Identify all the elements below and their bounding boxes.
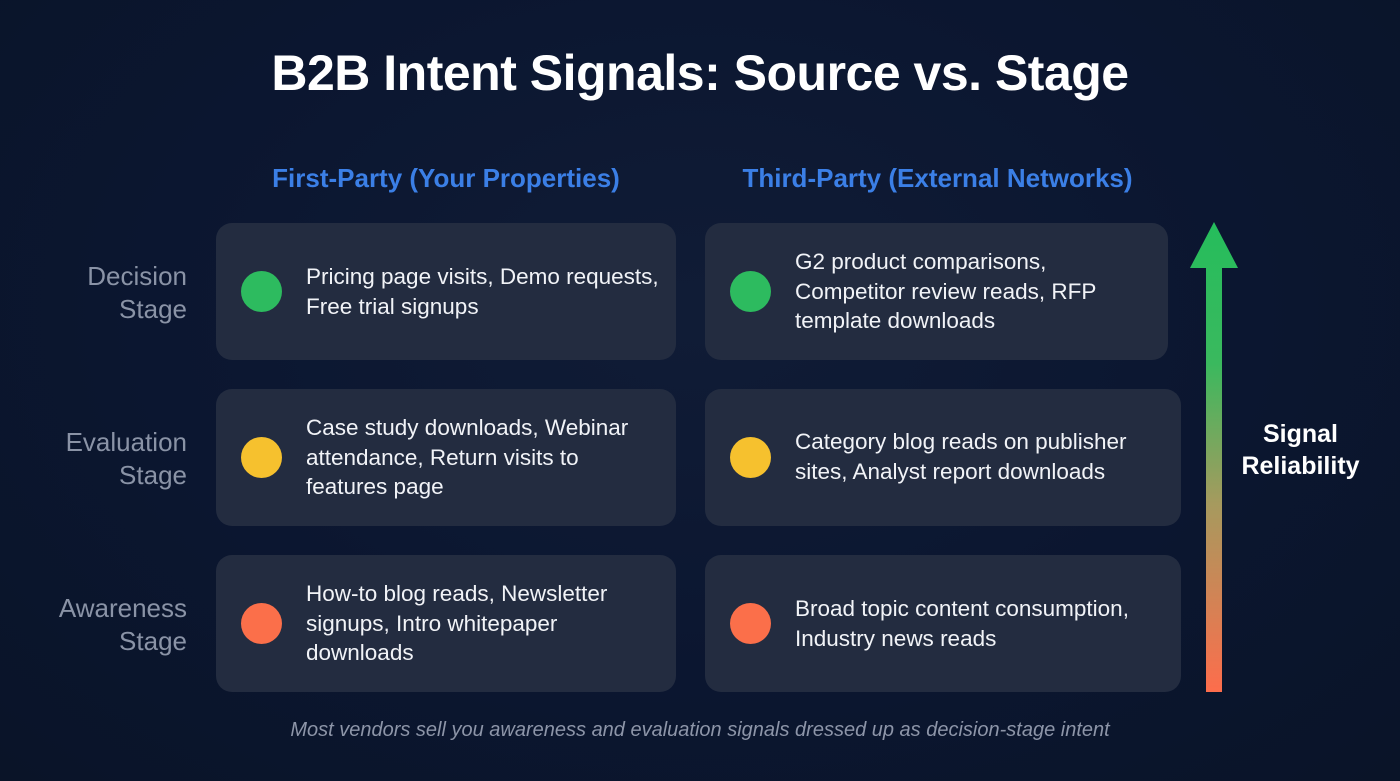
card-text: Category blog reads on publisher sites, … <box>795 429 1127 484</box>
card-text: G2 product comparisons, Competitor revie… <box>795 249 1096 333</box>
card-decision-first-party: Pricing page visits, Demo requests, Free… <box>216 223 676 360</box>
status-dot-yellow-icon <box>241 437 282 478</box>
stage-label-awareness: Awareness Stage <box>20 592 187 658</box>
stage-label-line2: Stage <box>119 294 187 324</box>
page-title: B2B Intent Signals: Source vs. Stage <box>271 45 1129 101</box>
status-dot-orange-icon <box>730 603 771 644</box>
status-dot-orange-icon <box>241 603 282 644</box>
signal-reliability-label: Signal Reliability <box>1228 418 1373 482</box>
card-decision-third-party: G2 product comparisons, Competitor revie… <box>705 223 1168 360</box>
column-header-first-party: First-Party (Your Properties) <box>272 163 620 193</box>
up-arrow-icon <box>1190 222 1238 692</box>
footnote: Most vendors sell you awareness and eval… <box>290 719 1110 741</box>
status-dot-yellow-icon <box>730 437 771 478</box>
stage-label-decision: Decision Stage <box>20 260 187 326</box>
card-evaluation-first-party: Case study downloads, Webinar attendance… <box>216 389 676 526</box>
reliability-label-line1: Signal <box>1262 420 1338 448</box>
card-awareness-third-party: Broad topic content consumption, Industr… <box>705 555 1181 692</box>
card-evaluation-third-party: Category blog reads on publisher sites, … <box>705 389 1181 526</box>
status-dot-green-icon <box>241 271 282 312</box>
stage-label-line2: Stage <box>119 460 187 490</box>
card-text: How-to blog reads, Newsletter signups, I… <box>306 581 608 665</box>
stage-label-line1: Awareness <box>58 593 187 623</box>
stage-label-line1: Evaluation <box>65 427 187 457</box>
stage-label-line2: Stage <box>119 626 187 656</box>
card-awareness-first-party: How-to blog reads, Newsletter signups, I… <box>216 555 676 692</box>
status-dot-green-icon <box>730 271 771 312</box>
card-text: Pricing page visits, Demo requests, Free… <box>306 264 659 319</box>
reliability-label-line2: Reliability <box>1241 452 1360 480</box>
stage-label-evaluation: Evaluation Stage <box>20 426 187 492</box>
card-text: Broad topic content consumption, Industr… <box>795 596 1129 651</box>
stage-label-line1: Decision <box>87 261 187 291</box>
card-text: Case study downloads, Webinar attendance… <box>306 415 629 499</box>
column-header-third-party: Third-Party (External Networks) <box>742 163 1133 193</box>
